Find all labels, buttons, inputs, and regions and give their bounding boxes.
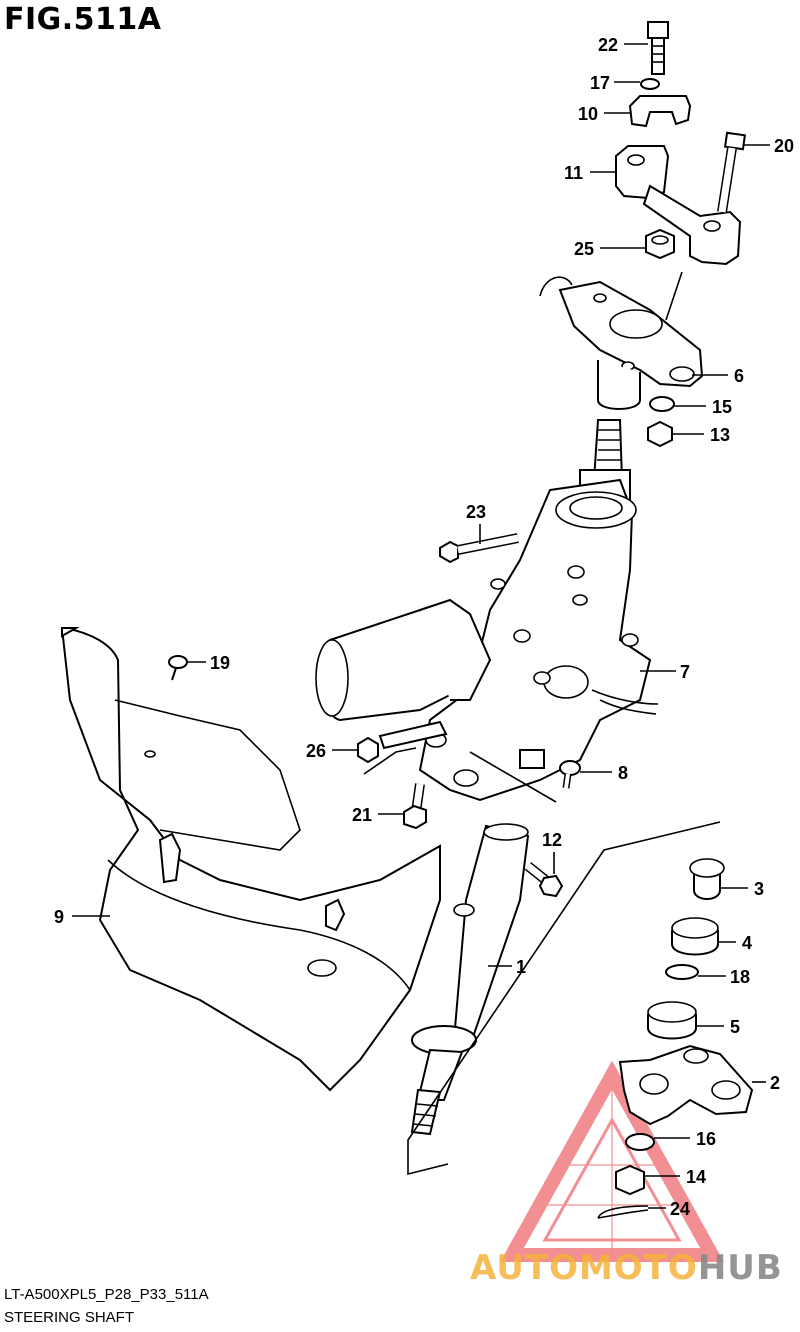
callout-23: 23 [466,502,486,522]
cotter-pin-24-part [597,1205,649,1219]
boundary-lines [363,747,721,1176]
power-steering-unit-7-part [315,419,659,802]
bracket-6-part [539,271,704,410]
nut-13-part [647,420,673,448]
callout-8: 8 [618,763,628,783]
nut-26-part [357,736,379,764]
callout-9: 9 [54,907,64,927]
steering-arm-2-part [618,1044,754,1126]
callout-10: 10 [578,104,598,124]
clamp-cap-10-part [628,95,692,128]
washer-17-part [640,78,660,90]
callout-25: 25 [574,239,594,259]
watermark-word-a: AUTOMOTO [470,1248,698,1288]
bolt-20-part [717,131,747,213]
callout-5: 5 [730,1017,740,1037]
callout-4: 4 [742,933,752,953]
callout-17: 17 [590,73,610,93]
callout-19: 19 [210,653,230,673]
washer-15-part [649,396,675,412]
o-ring-18-part [665,964,699,980]
bushing-3-part [689,858,725,900]
watermark-word-b: HUB [697,1248,783,1288]
callout-20: 20 [774,136,794,156]
handlebar-holder-11-part [615,145,742,266]
callout-7: 7 [680,662,690,682]
bolt-8-part [559,760,581,789]
callout-14: 14 [686,1167,706,1187]
oil-seal-4-part [671,917,719,956]
callout-22: 22 [598,35,618,55]
callout-3: 3 [754,879,764,899]
callout-24: 24 [670,1199,690,1219]
washer-16-part [625,1133,655,1151]
callout-labels: 22 17 10 11 20 25 6 15 13 23 7 19 26 8 2… [54,35,794,1219]
callout-21: 21 [352,805,372,825]
callout-6: 6 [734,366,744,386]
watermark-logo: AUTOMOTOHUB [470,1248,783,1288]
leader-lines [72,43,770,1209]
nut-14-part [615,1164,645,1196]
callout-26: 26 [306,741,326,761]
watermark-triangle [500,1060,724,1262]
callout-11: 11 [564,163,583,183]
bolt-21-part [403,783,427,830]
figure-title: FIG.511A [4,2,162,37]
callout-16: 16 [696,1129,716,1149]
bolt-22-part [647,21,669,75]
callout-2: 2 [770,1073,780,1093]
callout-15: 15 [712,397,732,417]
bolt-12-part [524,862,564,898]
steering-shaft-1-part [410,823,530,1136]
nut-25-part [645,228,675,260]
bolt-23-part [439,533,519,564]
clip-19-part [168,655,188,681]
callout-18: 18 [730,967,750,987]
callout-12: 12 [542,830,562,850]
cover-9-part [60,626,441,1092]
oil-seal-5-part [647,1001,697,1040]
figure-code: LT-A500XPL5_P28_P33_511A [4,1286,209,1303]
callout-13: 13 [710,425,730,445]
callout-1: 1 [516,957,526,977]
figure-name: STEERING SHAFT [4,1309,135,1326]
